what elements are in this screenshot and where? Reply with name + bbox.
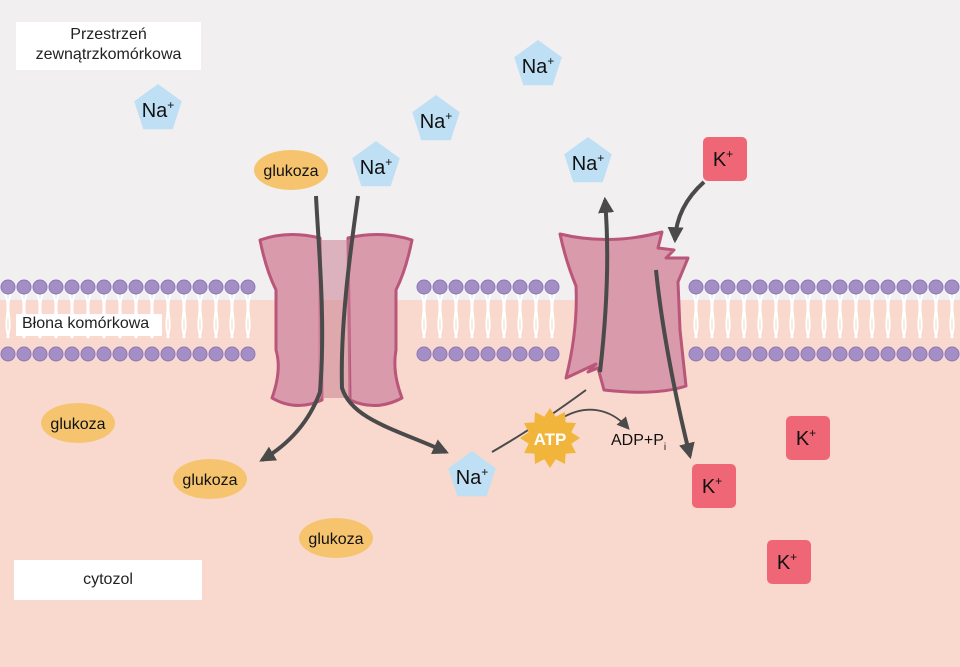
atp-hydrolysis-arrow: [561, 408, 630, 430]
svg-text:K+: K+: [796, 426, 816, 450]
na-ion: Na+: [564, 137, 612, 183]
glucose-molecule: glukoza: [299, 518, 373, 558]
na-ion: Na+: [352, 141, 400, 187]
na-ion: Na+: [134, 84, 182, 130]
sodium-transport-arrow: [339, 195, 449, 454]
extracellular-label: Przestrzeń zewnątrzkomórkowa: [16, 22, 201, 70]
na-ion: Na+: [514, 40, 562, 86]
na-ion: Na+: [448, 451, 496, 497]
svg-text:Na+: Na+: [360, 155, 393, 179]
svg-text:glukoza: glukoza: [50, 416, 105, 433]
svg-text:glukoza: glukoza: [182, 472, 237, 489]
adp-pi-label: ADP+Pi: [611, 432, 666, 453]
k-ion: K+: [767, 540, 811, 584]
k-import-arrow: [654, 269, 695, 460]
svg-text:Na+: Na+: [456, 465, 489, 489]
cytosol-label: cytozol: [14, 560, 202, 600]
k-ion: K+: [703, 137, 747, 181]
atp-molecule: ATP: [520, 408, 580, 468]
svg-text:Na+: Na+: [420, 109, 453, 133]
svg-text:K+: K+: [702, 474, 722, 498]
k-import-top-arrow: [667, 180, 706, 244]
svg-text:K+: K+: [713, 147, 733, 171]
na-ion: Na+: [412, 95, 460, 141]
membrane-label: Błona komórkowa: [16, 314, 162, 336]
svg-text:Na+: Na+: [522, 54, 555, 78]
svg-text:glukoza: glukoza: [263, 163, 318, 180]
svg-text:glukoza: glukoza: [308, 531, 363, 548]
na-export-arrow: [598, 196, 615, 373]
glucose-sodium-symporter: [258, 232, 414, 407]
svg-text:Na+: Na+: [572, 151, 605, 175]
glucose-molecule: glukoza: [41, 403, 115, 443]
svg-text:K+: K+: [777, 550, 797, 574]
svg-text:Na+: Na+: [142, 98, 175, 122]
glucose-molecule: glukoza: [173, 459, 247, 499]
svg-text:ATP: ATP: [534, 430, 567, 449]
glucose-molecule: glukoza: [254, 150, 328, 190]
k-ion: K+: [692, 464, 736, 508]
glucose-transport-arrow: [259, 195, 325, 462]
k-ion: K+: [786, 416, 830, 460]
